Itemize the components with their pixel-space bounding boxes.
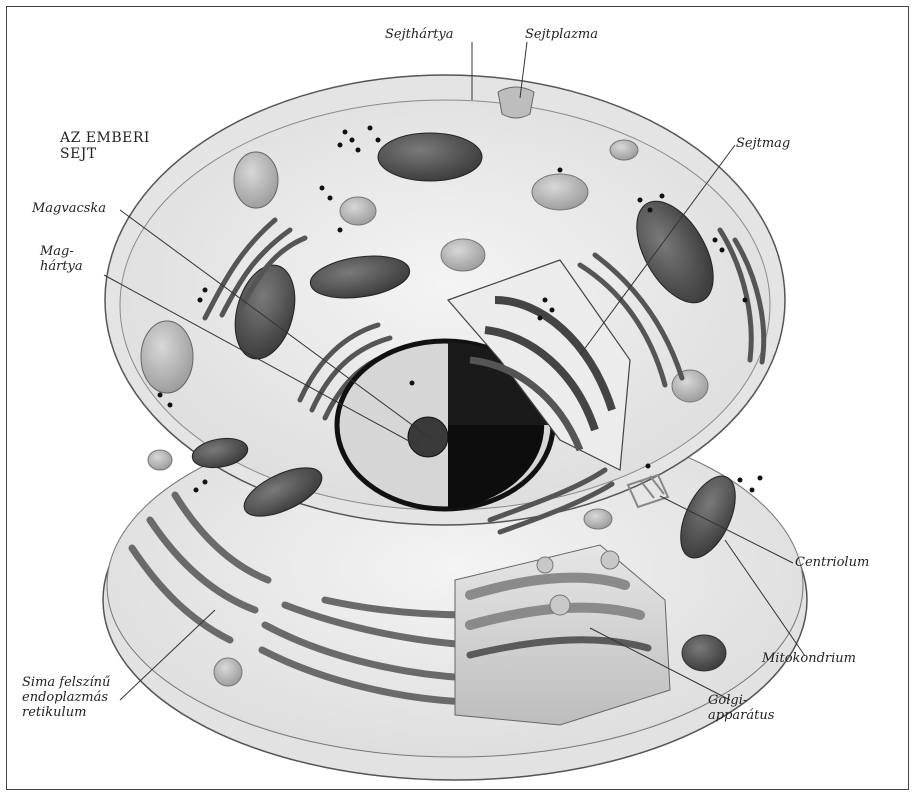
label-maghartya-line-2: hártya — [40, 259, 83, 274]
label-sima-er-line-1: Sima felszínű — [22, 675, 110, 690]
diagram-title: AZ EMBERI SEJT — [60, 130, 150, 162]
label-sejtmag: Sejtmag — [736, 136, 790, 151]
label-sejthartya: Sejthártya — [385, 27, 454, 42]
label-golgi-line-2: apparátus — [708, 708, 774, 723]
label-sima-er: Sima felszínű endoplazmás retikulum — [22, 675, 110, 720]
label-centriolum: Centriolum — [795, 555, 869, 570]
label-golgi: Golgi- apparátus — [708, 693, 774, 723]
label-sima-er-line-3: retikulum — [22, 705, 110, 720]
label-golgi-line-1: Golgi- — [708, 693, 774, 708]
label-magvacska: Magvacska — [32, 201, 106, 216]
label-sejtplazma: Sejtplazma — [525, 27, 598, 42]
label-sima-er-line-2: endoplazmás — [22, 690, 110, 705]
title-line-1: AZ EMBERI — [60, 130, 150, 146]
title-line-2: SEJT — [60, 146, 150, 162]
label-mitokondrium: Mitokondrium — [762, 651, 856, 666]
label-maghartya-line-1: Mag- — [40, 244, 83, 259]
label-maghartya: Mag- hártya — [40, 244, 83, 274]
